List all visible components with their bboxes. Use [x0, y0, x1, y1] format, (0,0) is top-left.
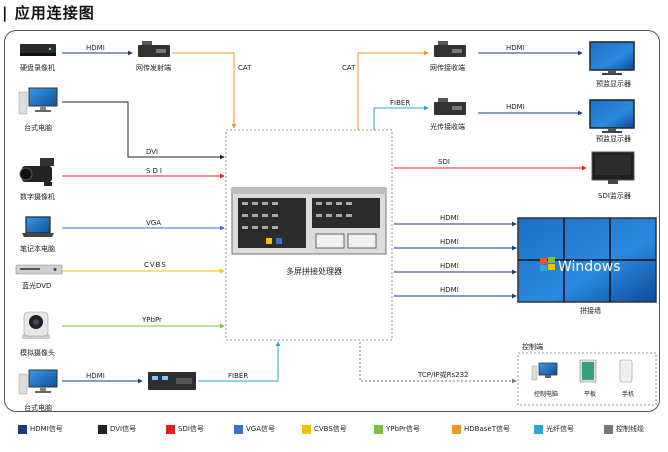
label-hdmi-pc2: HDMI	[86, 372, 105, 380]
legend-label: HDBaseT信号	[464, 425, 510, 433]
fiber-transmitter-icon	[148, 372, 196, 390]
label-hdmi-out4: HDMI	[440, 286, 459, 294]
label-cat-right: CAT	[342, 64, 356, 72]
legend-label: DVI信号	[110, 425, 137, 433]
windows-logo-icon	[540, 257, 555, 271]
control-zone	[517, 352, 657, 406]
label-hdmi-dvr: HDMI	[86, 44, 105, 52]
legend-swatch	[302, 424, 311, 434]
label-fiber-top: FIBER	[390, 99, 410, 107]
line-dvi	[62, 101, 225, 160]
dvr-icon	[20, 44, 56, 56]
legend-item: SDI信号	[166, 424, 204, 434]
legend-swatch	[18, 424, 27, 434]
label-processor: 多屏拼接处理器	[286, 266, 342, 276]
legend-swatch	[534, 424, 543, 434]
legend-item: YPbPr信号	[374, 424, 420, 434]
desktop-pc-icon-2	[18, 369, 58, 395]
legend-item: DVI信号	[98, 424, 136, 434]
phone-icon	[619, 359, 633, 383]
desktop-pc-icon	[18, 87, 58, 115]
legend-swatch	[234, 424, 243, 434]
label-fiber-bottom: FIBER	[228, 372, 248, 380]
label-hdmi-fiber: HDMI	[506, 103, 525, 111]
control-pc-icon	[531, 362, 558, 381]
label-monitor2: 预监显示器	[596, 134, 631, 143]
bluray-player-icon	[15, 264, 63, 275]
legend-label: VGA信号	[246, 425, 276, 433]
label-ctrl-tablet: 平板	[584, 390, 596, 398]
legend-swatch	[98, 424, 107, 434]
legend-label: 控制线缆	[616, 425, 644, 433]
video-processor-icon	[231, 187, 387, 255]
legend-item: HDBaseT信号	[452, 424, 510, 434]
legend-label: CVBS信号	[314, 425, 347, 433]
sdi-monitor-icon	[591, 151, 635, 184]
label-net-rx: 网传接收端	[430, 63, 465, 72]
label-video-wall: 拼接墙	[580, 306, 601, 315]
diagram-frame	[4, 30, 660, 412]
legend-item: CVBS信号	[302, 424, 347, 434]
label-tcp: TCP/IP或Rs232	[417, 370, 469, 379]
legend-swatch	[604, 424, 613, 434]
label-ctrl-phone: 手机	[622, 390, 634, 398]
label-cat-left: CAT	[238, 64, 252, 72]
label-sdi-in: SDI	[146, 167, 164, 175]
video-wall-icon	[517, 217, 657, 303]
label-control-title: 控制端	[522, 342, 543, 351]
label-fiber-rx: 光传接收端	[430, 122, 465, 131]
label-net-tx: 网传发射端	[136, 63, 171, 72]
label-hdmi-out1: HDMI	[440, 214, 459, 222]
laptop-icon	[22, 216, 54, 237]
preview-monitor-icon-2	[589, 99, 635, 133]
label-monitor1: 预监显示器	[596, 79, 631, 88]
legend-label: YPbPr信号	[386, 425, 420, 433]
label-ctrl-pc: 控制电脑	[534, 390, 558, 398]
network-transmitter-icon	[138, 41, 170, 57]
label-camcorder: 数字摄像机	[20, 192, 55, 201]
label-hdmi-rx: HDMI	[506, 44, 525, 52]
label-cvbs: CVBS	[144, 261, 167, 269]
label-ypbpr: YPbPr	[141, 316, 162, 324]
line-cat-right	[357, 50, 429, 130]
line-fiber-bottom	[198, 341, 281, 382]
label-dvi: DVI	[146, 148, 158, 156]
camcorder-icon	[19, 158, 54, 186]
legend-item: VGA信号	[234, 424, 275, 434]
label-pc1: 台式电脑	[24, 123, 52, 132]
network-receiver-icon	[434, 41, 466, 57]
label-sdi-out: SDI	[438, 158, 450, 166]
ptz-camera-icon	[22, 311, 50, 339]
legend-label: SDI信号	[178, 425, 204, 433]
legend-swatch	[452, 424, 461, 434]
legend-item: 光纤信号	[534, 424, 574, 434]
fiber-receiver-icon	[434, 98, 466, 115]
label-sdi-monitor: SDI监示器	[598, 191, 631, 200]
line-fiber-top	[373, 105, 429, 130]
legend-swatch	[374, 424, 383, 434]
label-hdmi-out2: HDMI	[440, 238, 459, 246]
legend-swatch	[166, 424, 175, 434]
label-analog-cam: 模拟摄像头	[20, 348, 55, 357]
label-hdmi-out3: HDMI	[440, 262, 459, 270]
label-laptop: 笔记本电脑	[20, 244, 55, 253]
legend: HDMI信号 DVI信号 SDI信号 VGA信号 CVBS信号 YPbPr信号 HDBase…	[0, 418, 668, 442]
preview-monitor-icon	[589, 41, 635, 75]
legend-item: HDMI信号	[18, 424, 63, 434]
label-pc2: 台式电脑	[24, 403, 52, 412]
tablet-icon	[579, 359, 597, 383]
label-bluray: 蓝光DVD	[22, 281, 51, 290]
line-cat-left	[172, 52, 237, 129]
legend-item: 控制线缆	[604, 424, 644, 434]
line-tcp	[359, 342, 517, 384]
label-dvr: 硬盘录像机	[20, 63, 55, 72]
legend-label: HDMI信号	[30, 425, 63, 433]
legend-label: 光纤信号	[546, 425, 574, 433]
video-wall-text: Windows	[558, 259, 621, 275]
label-vga: VGA	[146, 219, 161, 227]
page-title: | 应用连接图	[2, 4, 95, 22]
